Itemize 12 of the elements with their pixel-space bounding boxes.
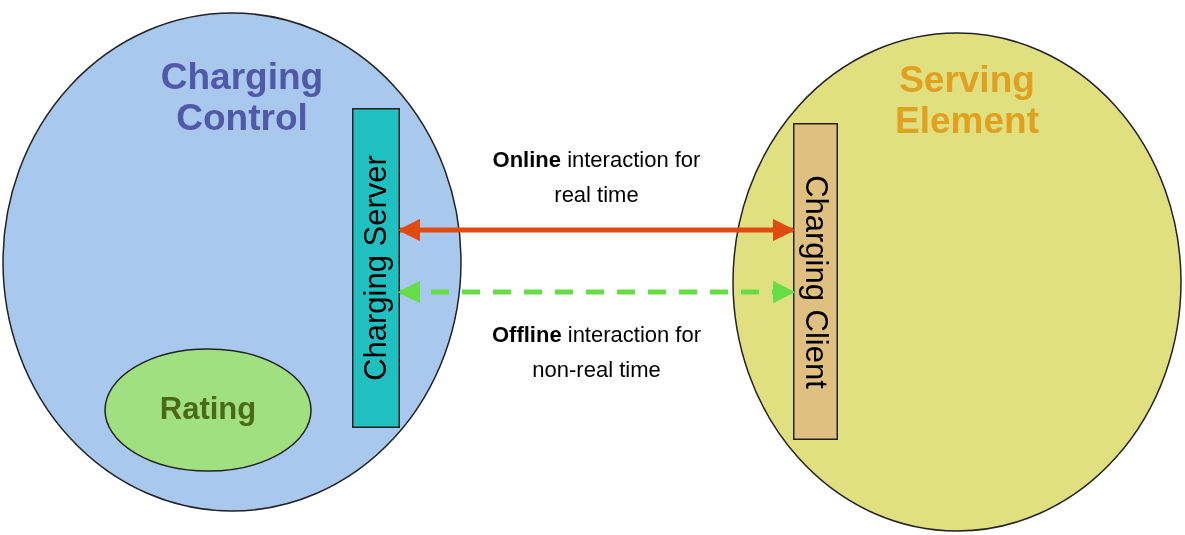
title-label: Charging Control [159,57,325,139]
client-bar [793,123,838,440]
rating-ellipse [104,348,312,472]
server-bar [352,108,400,428]
title-label: Serving Element [894,60,1040,142]
vertical-label: Charging Client [797,174,834,389]
title-label: Rating [158,392,258,427]
vertical-label: Charging Server [358,155,394,381]
edge-label: Online interaction for real time [491,146,702,210]
domain-ellipse [2,12,462,512]
edge-label: Offline interaction for non-real time [490,321,703,385]
domain-ellipse [732,32,1182,532]
